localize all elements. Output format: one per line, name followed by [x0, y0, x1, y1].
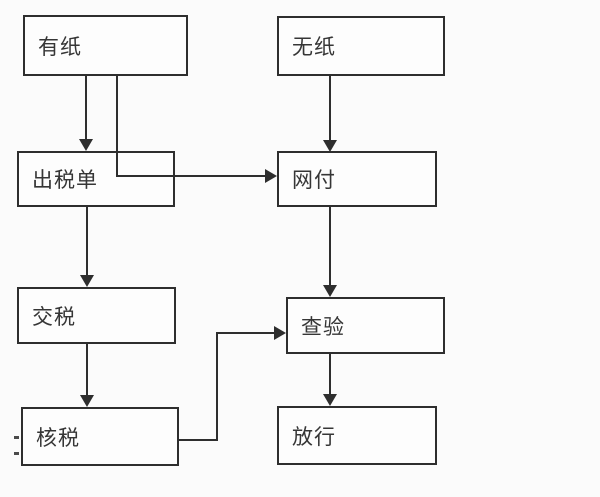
edge-chayan-fangxing-arrowhead-icon	[323, 394, 337, 406]
edge-chushuidan-jiaoshui-line	[86, 207, 88, 276]
edge-jiaoshui-heshui-arrowhead-icon	[80, 395, 94, 407]
edge-wangfu-chayan-arrowhead-icon	[323, 285, 337, 297]
flow-node-wuzhi: 无纸	[277, 16, 445, 76]
flow-node-wangfu: 网付	[277, 151, 437, 207]
edge-youzhi-chushuidan-arrowhead-icon	[79, 139, 93, 151]
edge-heshui-chayan-line-bottom	[179, 439, 218, 441]
flow-node-heshui: 核税	[21, 407, 179, 466]
edge-wuzhi-wangfu-arrowhead-icon	[323, 140, 337, 152]
flow-node-label: 有纸	[38, 35, 82, 59]
edge-heshui-chayan-arrowhead-icon	[274, 326, 286, 340]
flow-node-chayan: 查验	[286, 297, 445, 354]
edge-heshui-chayan-line-vertical	[216, 332, 218, 441]
flow-node-label: 放行	[292, 425, 336, 449]
edge-heshui-chayan-line-top	[216, 332, 275, 334]
flow-node-label: 交税	[32, 305, 76, 329]
flow-node-youzhi: 有纸	[23, 15, 188, 76]
flow-node-chushuidan: 出税单	[17, 151, 175, 207]
edge-tick-mark	[14, 452, 19, 455]
edge-wangfu-chayan-line	[329, 207, 331, 286]
edge-youzhi-wangfu-arrowhead-icon	[265, 169, 277, 183]
edge-tick-mark	[14, 436, 19, 439]
edge-chushuidan-jiaoshui-arrowhead-icon	[80, 275, 94, 287]
edge-wuzhi-wangfu-line	[329, 76, 331, 141]
edge-chayan-fangxing-line	[329, 354, 331, 395]
edge-jiaoshui-heshui-line	[86, 344, 88, 396]
edge-youzhi-wangfu-line-vertical	[116, 76, 118, 177]
flow-node-label: 核税	[36, 426, 80, 450]
flow-node-label: 网付	[292, 169, 336, 192]
edge-youzhi-wangfu-line-horizontal	[116, 175, 266, 177]
flow-node-label: 出税单	[32, 169, 98, 192]
flow-node-fangxing: 放行	[277, 406, 437, 465]
flow-node-jiaoshui: 交税	[17, 287, 176, 344]
edge-youzhi-chushuidan-line	[85, 76, 87, 140]
flow-node-label: 查验	[301, 315, 345, 339]
flow-node-label: 无纸	[292, 36, 336, 59]
